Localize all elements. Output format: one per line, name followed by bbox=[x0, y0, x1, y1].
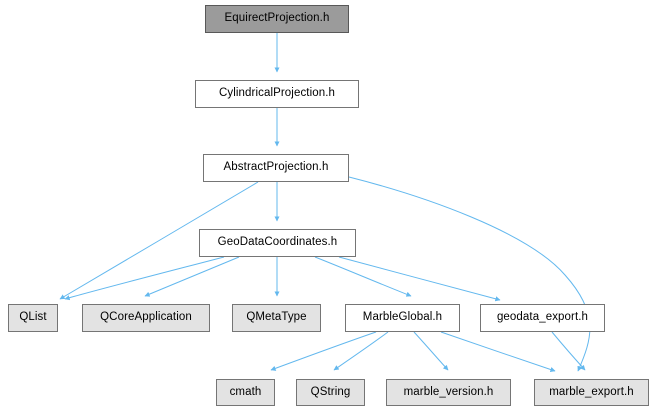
node-label-qcoreapp: QCoreApplication bbox=[100, 311, 192, 324]
node-geodataexport[interactable]: geodata_export.h bbox=[480, 304, 605, 332]
node-label-cmath: cmath bbox=[229, 385, 262, 398]
edge-marbleglobal-to-qstring bbox=[333, 331, 389, 371]
node-label-geodatacoords: GeoDataCoordinates.h bbox=[217, 236, 338, 249]
edge-geodatacoords-to-marbleglobal bbox=[314, 256, 412, 297]
node-label-qlist: QList bbox=[19, 311, 47, 324]
edge-marbleglobal-to-marbleversion bbox=[413, 331, 449, 371]
edge-geodatacoords-to-qcoreapp bbox=[144, 256, 240, 297]
node-label-geodataexport: geodata_export.h bbox=[496, 311, 589, 324]
node-geodatacoords[interactable]: GeoDataCoordinates.h bbox=[199, 229, 356, 257]
node-marbleglobal[interactable]: MarbleGlobal.h bbox=[345, 304, 460, 332]
node-cylindrical[interactable]: CylindricalProjection.h bbox=[195, 80, 359, 108]
node-label-cylindrical: CylindricalProjection.h bbox=[218, 87, 336, 100]
node-equirect[interactable]: EquirectProjection.h bbox=[205, 5, 349, 33]
node-abstract[interactable]: AbstractProjection.h bbox=[203, 154, 349, 182]
node-label-qstring: QString bbox=[310, 385, 351, 398]
node-label-equirect: EquirectProjection.h bbox=[224, 12, 330, 25]
node-qlist[interactable]: QList bbox=[8, 304, 58, 332]
edge-geodatacoords-to-geodataexport bbox=[338, 256, 501, 302]
edge-marbleglobal-to-cmath bbox=[270, 331, 377, 371]
edge-abstract-to-marbleexport bbox=[348, 176, 591, 372]
node-cmath[interactable]: cmath bbox=[216, 379, 275, 406]
edge-marbleglobal-to-marbleexport bbox=[440, 331, 556, 372]
node-label-qmetatype: QMetaType bbox=[246, 311, 307, 324]
node-marbleversion[interactable]: marble_version.h bbox=[386, 379, 511, 406]
node-qmetatype[interactable]: QMetaType bbox=[232, 304, 321, 332]
node-label-abstract: AbstractProjection.h bbox=[223, 161, 329, 174]
node-qcoreapp[interactable]: QCoreApplication bbox=[82, 304, 210, 332]
node-label-marbleglobal: MarbleGlobal.h bbox=[362, 311, 443, 324]
node-marbleexport[interactable]: marble_export.h bbox=[534, 379, 649, 406]
node-label-marbleexport: marble_export.h bbox=[549, 385, 634, 398]
edge-geodataexport-to-marbleexport bbox=[551, 331, 586, 371]
edge-geodatacoords-to-qlist bbox=[64, 256, 225, 301]
node-qstring[interactable]: QString bbox=[296, 379, 365, 406]
node-label-marbleversion: marble_version.h bbox=[403, 385, 494, 398]
